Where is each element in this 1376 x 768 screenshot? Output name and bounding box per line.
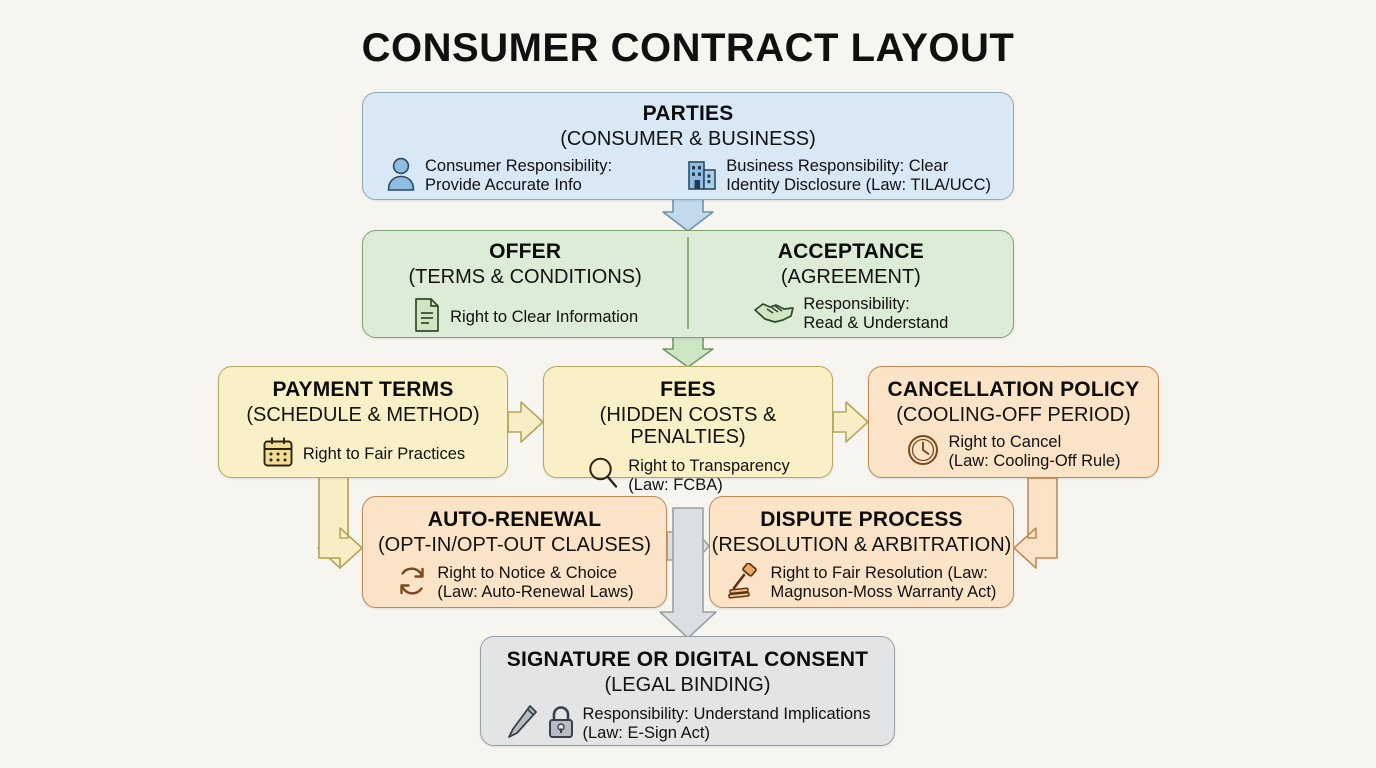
node-acceptance[interactable]: ACCEPTANCE (AGREEMENT) Responsibility: R… xyxy=(689,231,1013,337)
offer-heading: OFFER xyxy=(489,240,562,263)
acceptance-line1: Responsibility: xyxy=(803,294,910,313)
signature-line1: Responsibility: Understand Implications xyxy=(582,705,871,724)
connector-parties-to-offer xyxy=(662,198,714,232)
fees-subheading: (HIDDEN COSTS & PENALTIES) xyxy=(599,403,777,448)
handshake-icon xyxy=(753,296,795,331)
refresh-cycle-icon xyxy=(395,563,429,604)
acceptance-line2: Read & Understand xyxy=(803,313,949,332)
fees-heading: FEES xyxy=(660,378,716,401)
cancellation-text: Right to Cancel (Law: Cooling-Off Rule) xyxy=(948,433,1120,471)
parties-consumer-text: Consumer Responsibility: Provide Accurat… xyxy=(425,157,612,195)
gavel-icon xyxy=(727,562,763,604)
autorenewal-subheading: (OPT-IN/OPT-OUT CLAUSES) xyxy=(378,533,651,556)
parties-subheading: (CONSUMER & BUSINESS) xyxy=(560,127,816,150)
connector-payment-to-autorenewal xyxy=(317,477,363,569)
parties-business-text: Business Responsibility: Clear Identity … xyxy=(726,157,991,195)
cancellation-subheading: (COOLING-OFF PERIOD) xyxy=(896,403,1131,426)
pen-icon xyxy=(505,703,539,746)
fees-line2: (Law: FCBA) xyxy=(628,475,723,494)
cancellation-right-item: Right to Cancel (Law: Cooling-Off Rule) xyxy=(906,433,1121,472)
autorenewal-line1: Right to Notice & Choice xyxy=(437,564,618,583)
dispute-line2: Magnuson-Moss Warranty Act) xyxy=(770,583,997,602)
dispute-subheading: (RESOLUTION & ARBITRATION) xyxy=(711,533,1012,556)
connector-fees-to-cancellation xyxy=(832,401,869,443)
cancellation-line1: Right to Cancel xyxy=(948,433,1062,452)
acceptance-right-item: Responsibility: Read & Understand xyxy=(753,295,948,333)
signature-right-item: Responsibility: Understand Implications … xyxy=(505,703,871,746)
acceptance-text: Responsibility: Read & Understand xyxy=(803,295,948,333)
parties-heading: PARTIES xyxy=(642,102,734,125)
payment-right-item: Right to Fair Practices xyxy=(261,435,465,474)
autorenewal-right-item: Right to Notice & Choice (Law: Auto-Rene… xyxy=(395,563,634,604)
dispute-right-item: Right to Fair Resolution (Law: Magnuson-… xyxy=(727,562,997,604)
fees-text: Right to Transparency (Law: FCBA) xyxy=(628,457,789,495)
autorenewal-line2: (Law: Auto-Renewal Laws) xyxy=(437,583,634,602)
offer-subheading: (TERMS & CONDITIONS) xyxy=(408,265,642,288)
acceptance-subheading: (AGREEMENT) xyxy=(780,265,921,288)
signature-heading: SIGNATURE OR DIGITAL CONSENT xyxy=(506,648,869,671)
node-parties[interactable]: PARTIES (CONSUMER & BUSINESS) Consumer R… xyxy=(362,92,1014,200)
connector-offer-to-fees xyxy=(662,336,714,368)
building-icon xyxy=(686,157,718,196)
cancellation-heading: CANCELLATION POLICY xyxy=(887,378,1140,401)
offer-acceptance-divider xyxy=(687,237,689,329)
parties-consumer-line2: Provide Accurate Info xyxy=(425,176,582,195)
node-dispute-process[interactable]: DISPUTE PROCESS (RESOLUTION & ARBITRATIO… xyxy=(709,496,1014,608)
node-auto-renewal[interactable]: AUTO-RENEWAL (OPT-IN/OPT-OUT CLAUSES) Ri… xyxy=(362,496,667,608)
page-title: CONSUMER CONTRACT LAYOUT xyxy=(361,26,1015,70)
node-cancellation-policy[interactable]: CANCELLATION POLICY (COOLING-OFF PERIOD)… xyxy=(868,366,1159,478)
magnifier-icon xyxy=(586,455,620,496)
payment-heading: PAYMENT TERMS xyxy=(272,378,454,401)
parties-business-line1: Business Responsibility: Clear xyxy=(726,157,949,176)
node-offer-acceptance[interactable]: OFFER (TERMS & CONDITIONS) Right to Clea… xyxy=(362,230,1014,338)
cancellation-line2: (Law: Cooling-Off Rule) xyxy=(948,452,1121,471)
lock-icon xyxy=(545,703,577,746)
node-signature-consent[interactable]: SIGNATURE OR DIGITAL CONSENT (LEGAL BIND… xyxy=(480,636,895,746)
signature-subheading: (LEGAL BINDING) xyxy=(604,673,771,696)
calendar-icon xyxy=(261,435,295,474)
signature-text: Responsibility: Understand Implications … xyxy=(583,705,871,743)
node-offer[interactable]: OFFER (TERMS & CONDITIONS) Right to Clea… xyxy=(363,231,687,337)
autorenewal-heading: AUTO-RENEWAL xyxy=(427,508,602,531)
clock-icon xyxy=(906,433,940,472)
connector-autorenewal-to-dispute xyxy=(666,514,710,578)
dispute-line1: Right to Fair Resolution (Law: xyxy=(770,564,988,583)
offer-right-item: Right to Clear Information xyxy=(412,297,638,338)
parties-business-item: Business Responsibility: Clear Identity … xyxy=(686,157,991,196)
dispute-text: Right to Fair Resolution (Law: Magnuson-… xyxy=(771,564,997,602)
fees-right-item: Right to Transparency (Law: FCBA) xyxy=(586,455,790,496)
node-payment-terms[interactable]: PAYMENT TERMS (SCHEDULE & METHOD) Right … xyxy=(218,366,508,478)
payment-subheading: (SCHEDULE & METHOD) xyxy=(246,403,480,426)
parties-business-line2: Identity Disclosure (Law: TILA/UCC) xyxy=(726,176,991,195)
payment-line1: Right to Fair Practices xyxy=(302,444,466,463)
node-fees[interactable]: FEES (HIDDEN COSTS & PENALTIES) Right to… xyxy=(543,366,833,494)
offer-line1: Right to Clear Information xyxy=(450,307,639,326)
fees-line1: Right to Transparency xyxy=(628,456,790,475)
parties-consumer-line1: Consumer Responsibility: xyxy=(425,157,613,176)
person-icon xyxy=(385,157,417,196)
parties-consumer-item: Consumer Responsibility: Provide Accurat… xyxy=(385,157,612,196)
connector-row-to-signature xyxy=(659,507,717,639)
signature-line2: (Law: E-Sign Act) xyxy=(582,724,710,743)
document-icon xyxy=(412,297,442,338)
connector-payment-to-fees xyxy=(507,401,544,443)
acceptance-heading: ACCEPTANCE xyxy=(777,240,924,263)
dispute-heading: DISPUTE PROCESS xyxy=(760,508,963,531)
autorenewal-text: Right to Notice & Choice (Law: Auto-Rene… xyxy=(437,564,633,602)
connector-cancellation-to-dispute xyxy=(1013,477,1058,569)
